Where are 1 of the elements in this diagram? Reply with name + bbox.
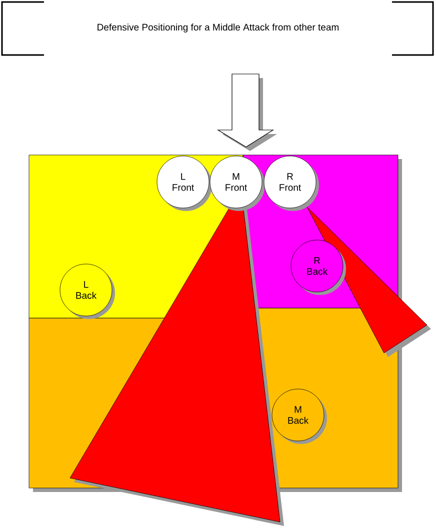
title: Defensive Positioning for a Middle Attack from other team xyxy=(98,24,339,32)
